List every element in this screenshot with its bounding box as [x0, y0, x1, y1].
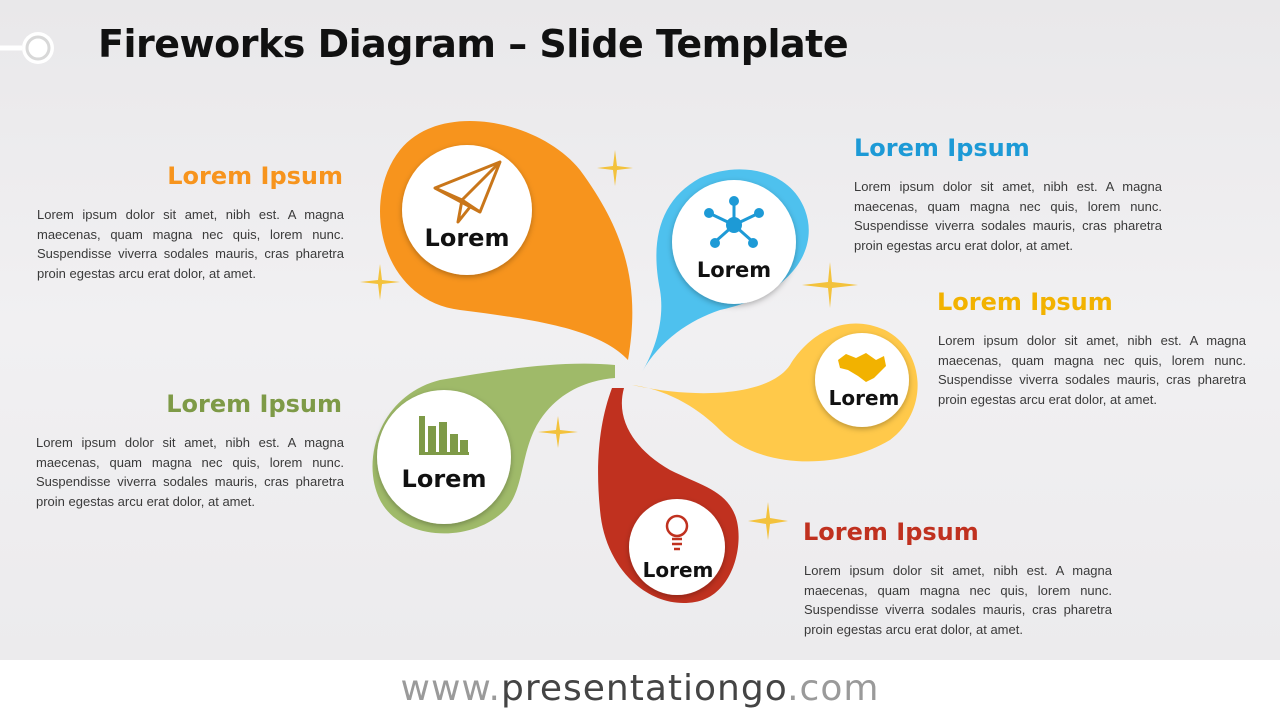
circle-label-blue: Lorem [697, 258, 771, 282]
footer-url[interactable]: www.presentationgo.com [0, 668, 1280, 709]
sparkle [748, 502, 788, 540]
sparkle [360, 264, 400, 300]
circle-green [377, 390, 511, 524]
paper-plane-icon [433, 160, 502, 224]
footer-url-prefix: www. [400, 668, 501, 709]
circle-yellow [815, 333, 909, 427]
body-orange: Lorem ipsum dolor sit amet, nibh est. A … [37, 207, 344, 281]
fireworks-diagram: Lorem Lorem Lorem Lorem Lorem [360, 121, 918, 604]
circle-label-yellow: Lorem [829, 386, 900, 410]
heading-red: Lorem Ipsum [803, 518, 979, 546]
handshake-icon [838, 353, 886, 382]
body-yellow: Lorem ipsum dolor sit amet, nibh est. A … [938, 333, 1246, 407]
circle-label-green: Lorem [402, 465, 487, 493]
footer-url-suffix: .com [787, 668, 880, 709]
sparkle [802, 262, 858, 308]
bar-chart-icon [419, 416, 469, 455]
footer: www.presentationgo.com [0, 660, 1280, 720]
heading-green: Lorem Ipsum [166, 390, 342, 418]
heading-blue: Lorem Ipsum [854, 134, 1030, 162]
footer-url-brand: presentationgo [501, 668, 788, 709]
body-green: Lorem ipsum dolor sit amet, nibh est. A … [36, 435, 344, 509]
heading-yellow: Lorem Ipsum [937, 288, 1113, 316]
logo-mark [0, 32, 54, 64]
circle-red [629, 499, 725, 595]
circle-blue [672, 180, 796, 304]
circle-label-orange: Lorem [425, 224, 510, 252]
sparkles [360, 150, 858, 540]
sparkle [597, 150, 633, 186]
body-blue: Lorem ipsum dolor sit amet, nibh est. A … [854, 179, 1162, 253]
heading-orange: Lorem Ipsum [167, 162, 343, 190]
lightbulb-icon [665, 514, 689, 551]
body-red: Lorem ipsum dolor sit amet, nibh est. A … [804, 563, 1112, 637]
network-icon [704, 196, 764, 248]
sparkle [538, 416, 578, 448]
page-title: Fireworks Diagram – Slide Template [98, 22, 849, 66]
circle-label-red: Lorem [643, 558, 714, 582]
